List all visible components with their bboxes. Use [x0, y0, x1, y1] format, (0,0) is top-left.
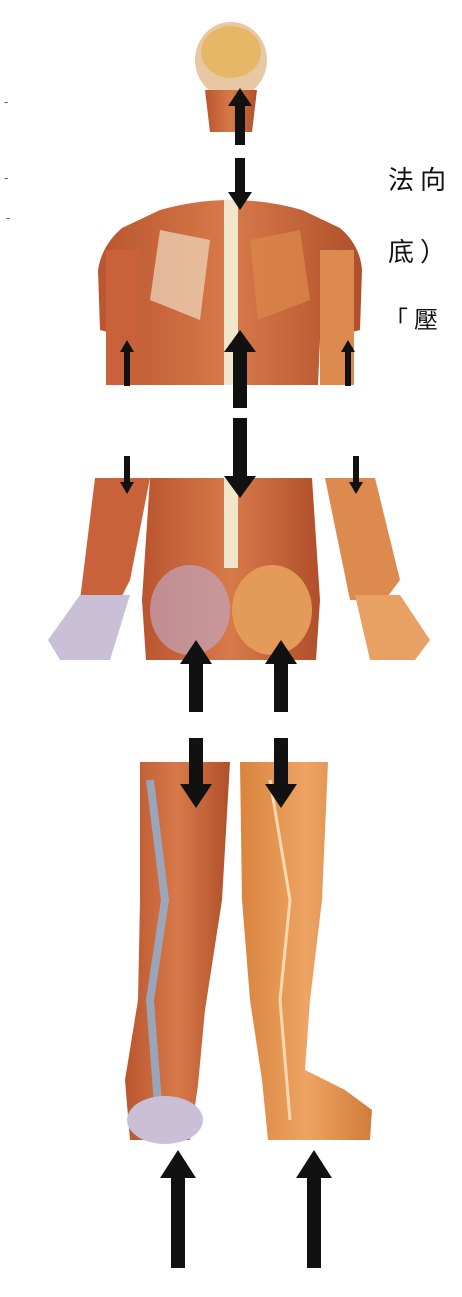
- left-heel: [127, 1096, 203, 1144]
- arrow-up-left-foot: [160, 1150, 196, 1268]
- edge-mark: -: [6, 212, 10, 224]
- left-leg: [125, 762, 230, 1140]
- right-hand: [355, 595, 430, 660]
- neck: [205, 90, 257, 132]
- side-text-line-3: 「壓: [384, 300, 462, 335]
- right-leg: [240, 762, 372, 1140]
- left-forearm: [80, 478, 150, 600]
- edge-mark: -: [4, 96, 8, 108]
- side-text-line-2: 底）: [388, 232, 462, 269]
- left-hand: [48, 595, 130, 660]
- right-gluteal: [232, 565, 312, 655]
- head-section: [195, 22, 267, 132]
- side-text-line-1: 法向: [388, 160, 462, 197]
- edge-mark: -: [4, 172, 8, 184]
- left-gluteal: [150, 565, 230, 655]
- right-forearm: [325, 478, 400, 600]
- left-upper-arm: [106, 250, 140, 385]
- legs-section: [125, 762, 372, 1144]
- arrow-up-right-foot: [296, 1150, 332, 1268]
- upper-back-section: [98, 200, 362, 385]
- lower-back-section: [48, 478, 430, 660]
- brain: [201, 26, 261, 78]
